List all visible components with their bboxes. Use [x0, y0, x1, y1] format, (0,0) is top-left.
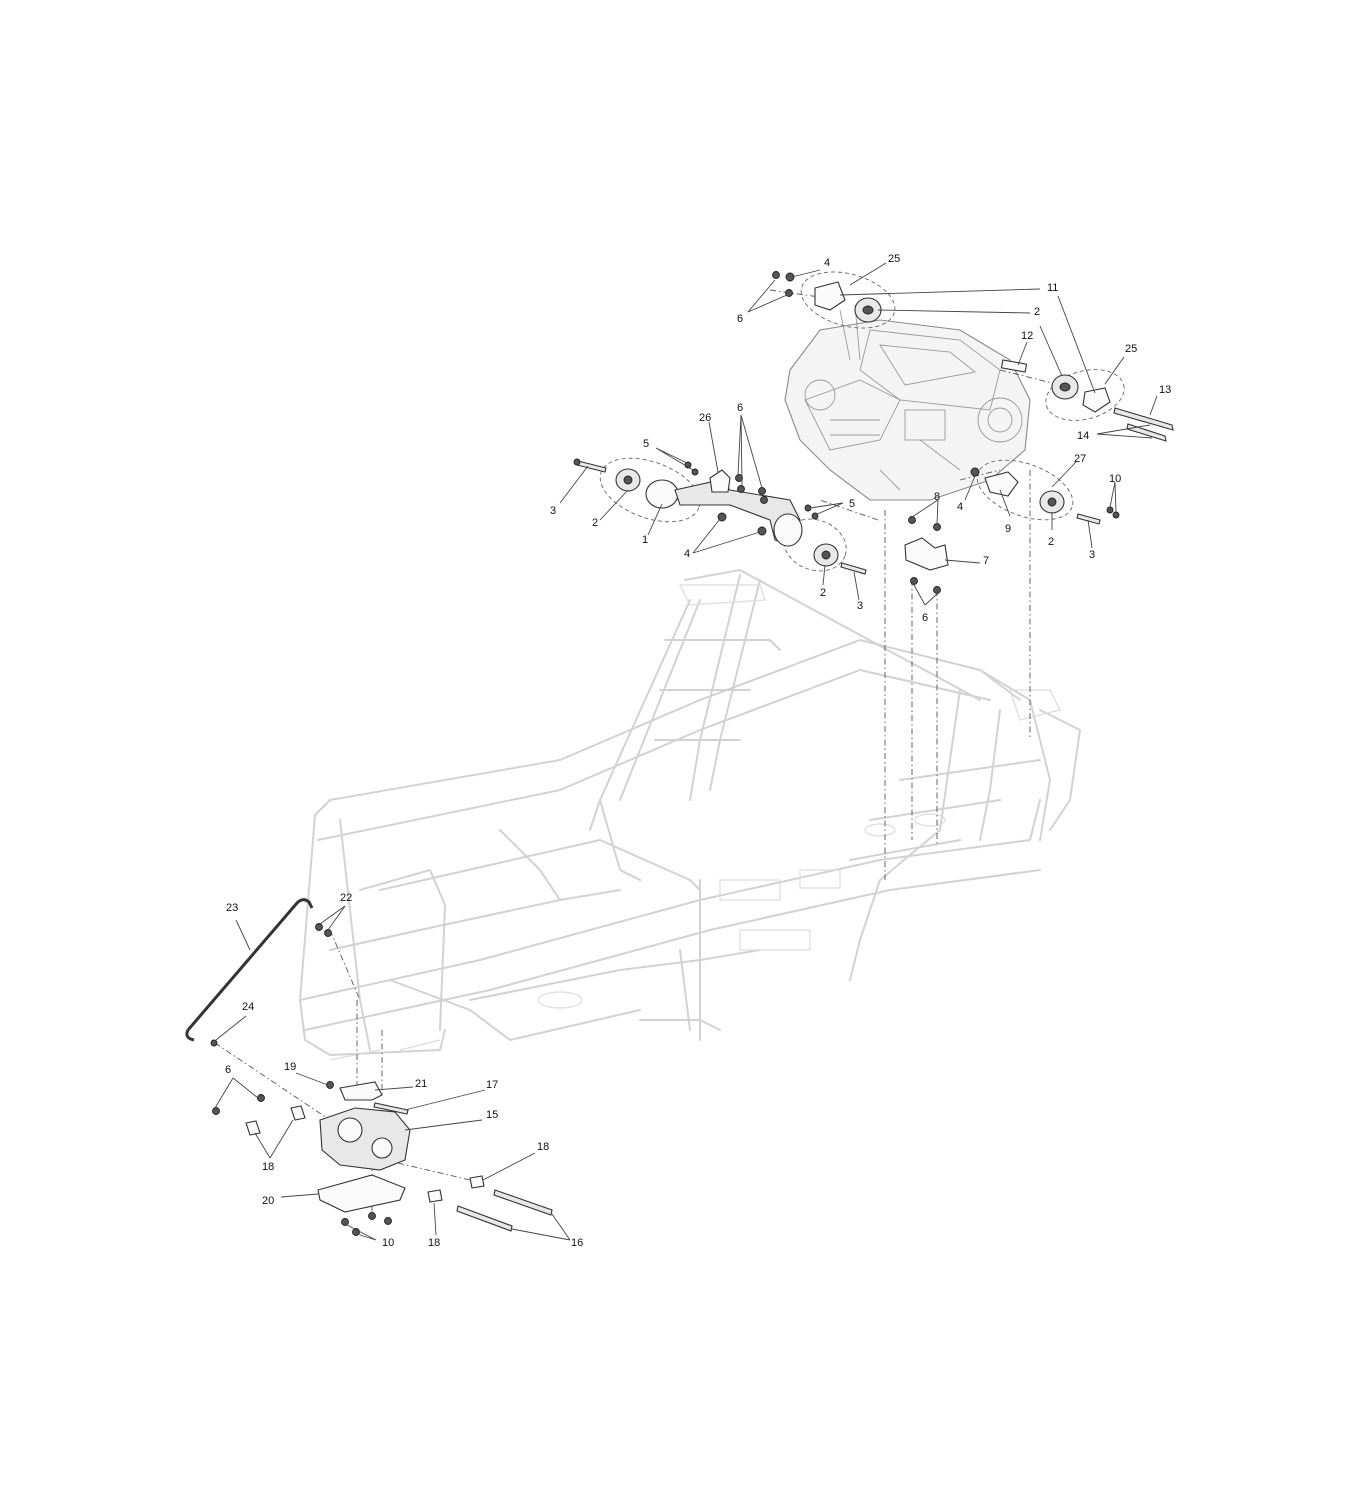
bolt-10-a: [1106, 506, 1114, 514]
callout-6-top: 6: [737, 313, 743, 325]
lower-assembly-parts: [185, 898, 553, 1236]
callout-27: 27: [1074, 453, 1086, 465]
callout-1: 1: [642, 534, 648, 546]
bolt-3-left: [576, 460, 607, 473]
callout-16: 16: [571, 1237, 583, 1249]
callout-2-lower: 2: [820, 587, 826, 599]
callout-24: 24: [242, 1001, 254, 1013]
callout-2-rear: 2: [1048, 536, 1054, 548]
bracket-26: [709, 469, 731, 493]
nut-6-b: [737, 485, 745, 493]
nut-6-lower-left-a: [212, 1107, 220, 1115]
callout-10-bottom: 10: [382, 1237, 394, 1249]
group-outlines: [599, 271, 1125, 572]
bolt-16-b: [456, 1205, 513, 1232]
bushing-18-d: [427, 1189, 443, 1203]
spacer-12: [1000, 359, 1028, 373]
callout-4-mid: 4: [684, 548, 690, 560]
bolt-3-rear: [1076, 513, 1101, 525]
callout-22: 22: [340, 892, 352, 904]
nut-22-b: [324, 929, 332, 937]
callout-21: 21: [415, 1078, 427, 1090]
bolt-13: [1113, 407, 1174, 431]
bushing-18-b: [245, 1120, 261, 1136]
bolt-10-lower-c: [384, 1217, 392, 1225]
nut-6-lower-b: [933, 586, 941, 594]
nut-4-b: [757, 526, 767, 536]
callout-6-lower: 6: [922, 612, 928, 624]
callout-12: 12: [1021, 330, 1033, 342]
callout-10-right: 10: [1109, 473, 1121, 485]
mount-bracket-9: [984, 471, 1019, 497]
callout-18-left: 18: [262, 1161, 274, 1173]
nut-6-lower-left-b: [257, 1094, 265, 1102]
alignment-lines: [214, 289, 1061, 1215]
callout-19: 19: [284, 1061, 296, 1073]
clip-24: [210, 1039, 218, 1047]
callout-5-right: 5: [849, 498, 855, 510]
nut-6-lower-a: [910, 577, 918, 585]
callout-2-top: 2: [1034, 306, 1040, 318]
callout-3-left: 3: [550, 505, 556, 517]
callout-20: 20: [262, 1195, 274, 1207]
callout-labels: 4 25 6 11 2 12 25 13 14 26 6 5 5 3 2 1 4…: [225, 253, 1171, 1249]
bolt-8-a: [908, 516, 916, 524]
bolt-16-a: [493, 1189, 553, 1216]
nut-4-right: [970, 467, 980, 477]
vehicle-frame: [299, 569, 1081, 1061]
bolt-17: [373, 1102, 409, 1115]
callout-7: 7: [983, 555, 989, 567]
callout-3-rear: 3: [1089, 549, 1095, 561]
callout-8: 8: [934, 491, 940, 503]
bolt-10-b: [1112, 511, 1120, 519]
skid-plate-20: [317, 1174, 406, 1213]
callout-3-lower: 3: [857, 600, 863, 612]
nut-4-top: [785, 272, 795, 282]
bolt-14: [1126, 423, 1167, 442]
callout-6-mid: 6: [737, 402, 743, 414]
rod-23: [186, 898, 314, 1031]
callout-4-top: 4: [824, 257, 830, 269]
callout-9: 9: [1005, 523, 1011, 535]
callout-26: 26: [699, 412, 711, 424]
nut-19: [326, 1081, 334, 1089]
nut-6-d: [760, 496, 768, 504]
callout-17: 17: [486, 1079, 498, 1091]
callout-14: 14: [1077, 430, 1089, 442]
bracket-7: [904, 537, 949, 571]
mount-ring-1: [645, 479, 679, 509]
callout-23: 23: [226, 902, 238, 914]
mount-bracket-11-right: [1082, 387, 1111, 413]
differential-15: [319, 1107, 411, 1171]
callout-13: 13: [1159, 384, 1171, 396]
callout-15: 15: [486, 1109, 498, 1121]
bushing-18-c: [469, 1175, 485, 1189]
callout-18-bottom: 18: [428, 1237, 440, 1249]
bushing-18-a: [290, 1105, 306, 1121]
bolt-3-lower: [840, 562, 867, 575]
nut-6-top-a: [772, 271, 780, 279]
callout-25-top: 25: [888, 253, 900, 265]
callout-2-left: 2: [592, 517, 598, 529]
bracket-21: [339, 1081, 383, 1101]
nut-6-c: [758, 487, 766, 495]
callout-6-lower-left: 6: [225, 1064, 231, 1076]
nut-22-a: [315, 923, 323, 931]
callout-4-right: 4: [957, 501, 963, 513]
callout-25-right: 25: [1125, 343, 1137, 355]
callout-18-right: 18: [537, 1141, 549, 1153]
leader-lines: [214, 262, 1158, 1241]
callout-11: 11: [1047, 282, 1058, 294]
bolt-10-lower-b: [368, 1212, 376, 1220]
bolt-5-b: [691, 468, 699, 476]
mount-bracket-11: [814, 281, 846, 311]
engine-assembly: [784, 304, 1031, 501]
bolt-8-b: [933, 523, 941, 531]
callout-5-left: 5: [643, 438, 649, 450]
nut-6-a: [735, 474, 743, 482]
nut-6-top-b: [785, 289, 793, 297]
bolt-10-lower-a: [341, 1218, 349, 1226]
